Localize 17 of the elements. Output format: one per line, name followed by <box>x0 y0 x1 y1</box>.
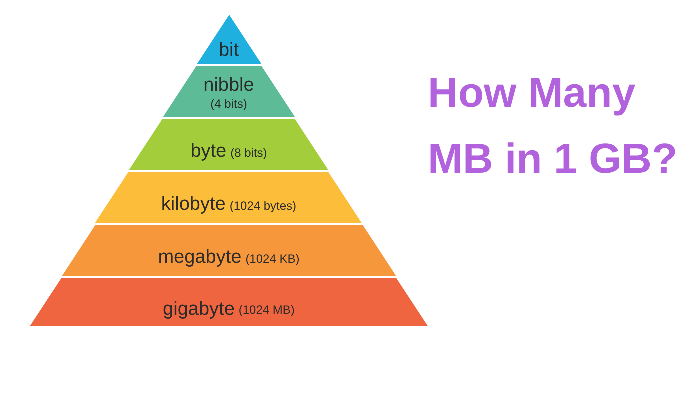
pyramid-tier <box>62 225 396 278</box>
tier-label: megabyte <box>158 246 242 270</box>
tier-size: (1024 bytes) <box>230 198 297 214</box>
pyramid-tier <box>95 172 363 225</box>
tier-size: (4 bits) <box>210 96 248 112</box>
tier-size: (1024 KB) <box>246 250 300 268</box>
title: How Many MB in 1 GB? <box>428 68 679 184</box>
pyramid-tier <box>30 278 428 328</box>
pyramid-tier <box>129 119 329 172</box>
tier-size: (1024 MB) <box>238 302 295 319</box>
tier-label: nibble <box>204 76 254 94</box>
tier-size: (8 bits) <box>230 144 268 162</box>
tier-label: kilobyte <box>161 193 226 218</box>
tier-label: gigabyte <box>163 298 235 322</box>
tier-label: byte <box>190 140 227 164</box>
tier-label: bit <box>218 39 240 64</box>
pyramid-tier <box>162 66 296 119</box>
